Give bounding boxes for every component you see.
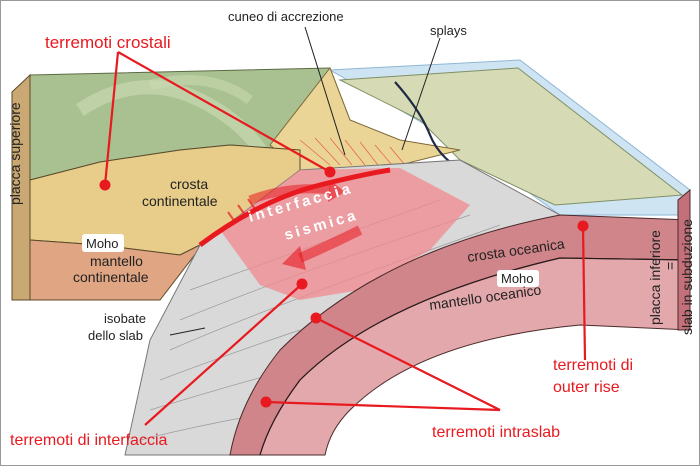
black-leaders: [169, 26, 441, 336]
upper-plate-side: [11, 73, 31, 301]
label-placca-superiore: placca superiore: [7, 102, 23, 205]
lower-moho-line: [259, 257, 691, 456]
label-mantello-continentale: continentale: [73, 269, 149, 285]
lower-motion-arrow: [298, 225, 363, 263]
label-terremoti-intraslab: terremoti intraslab: [432, 424, 560, 441]
moho-lower-box: [497, 270, 539, 287]
label-moho-upper: Moho: [86, 236, 119, 251]
label-cuneo-di-accrezione: cuneo di accrezione: [228, 9, 344, 24]
lower-plate-side: [677, 188, 691, 331]
label-placca-inferiore: placca inferiore: [647, 230, 663, 325]
label-mantello: mantello: [90, 253, 143, 269]
label-outer-rise: outer rise: [553, 379, 620, 396]
topography-ridge: [148, 75, 253, 105]
red-leaders: [99, 51, 589, 426]
label-equals: =: [662, 262, 678, 270]
lower-arrow-head: [282, 246, 306, 270]
label-crosta: crosta: [170, 176, 208, 192]
topography-ridge: [76, 80, 266, 155]
label-terremoti-di-outer: terremoti di: [553, 357, 633, 374]
label-dello-slab: dello slab: [88, 328, 143, 343]
wedge-faults: [299, 137, 406, 166]
label-slab-in-subduzione: slab in subduzione: [679, 219, 695, 335]
label-terremoti-crostali: terremoti crostali: [45, 33, 171, 52]
label-isobate: isobate: [104, 311, 146, 326]
label-splays: splays: [430, 23, 467, 38]
interface-ticks: [227, 198, 256, 223]
upper-arrow-head: [328, 180, 345, 202]
label-continentale: continentale: [142, 193, 218, 209]
label-terremoti-di-interfaccia: terremoti di interfaccia: [10, 432, 167, 449]
ocean-floor-surface: [338, 67, 684, 206]
moho-upper-box: [82, 234, 124, 252]
upper-motion-arrow: [248, 184, 331, 205]
label-moho-lower: Moho: [501, 271, 534, 286]
